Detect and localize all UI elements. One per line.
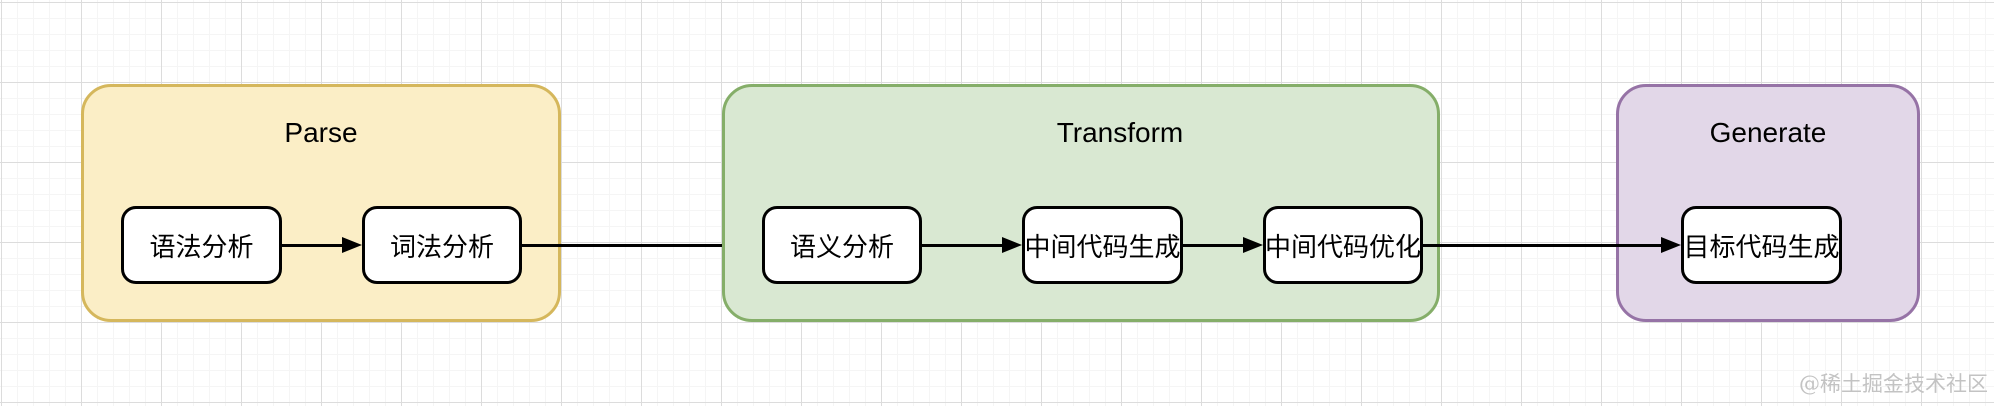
group-generate-title: Generate bbox=[1709, 117, 1827, 148]
arrowhead-icon bbox=[1243, 237, 1263, 253]
edge-line bbox=[1183, 243, 1243, 247]
node-intermediate-code-optimization-label: 中间代码优化 bbox=[1265, 231, 1422, 262]
group-transform-title: Transform bbox=[1056, 117, 1184, 148]
group-transform: Transform 语义分析 中间代码生成 中间代码优化 bbox=[722, 84, 1440, 322]
edge-line bbox=[282, 243, 342, 247]
node-target-code-generation-label: 目标代码生成 bbox=[1683, 231, 1840, 262]
node-intermediate-code-optimization: 中间代码优化 bbox=[1263, 206, 1423, 284]
node-syntax-analysis-label: 语法分析 bbox=[149, 231, 254, 262]
edge-line bbox=[1423, 243, 1661, 247]
arrowhead-icon bbox=[342, 237, 362, 253]
group-parse-title: Parse bbox=[284, 117, 358, 148]
node-lexical-analysis: 词法分析 bbox=[362, 206, 522, 284]
node-intermediate-code-generation: 中间代码生成 bbox=[1022, 206, 1183, 284]
edge-intermediate-generation-to-optimization bbox=[1183, 237, 1263, 253]
arrowhead-icon bbox=[1002, 237, 1022, 253]
arrowhead-icon bbox=[1661, 237, 1681, 253]
edge-line bbox=[522, 243, 722, 247]
edge-syntax-to-lexical bbox=[282, 237, 362, 253]
group-generate: Generate 目标代码生成 bbox=[1616, 84, 1920, 322]
node-intermediate-code-generation-label: 中间代码生成 bbox=[1024, 231, 1181, 262]
edge-optimization-to-target-generation bbox=[1423, 237, 1681, 253]
watermark: @稀土掘金技术社区 bbox=[1799, 372, 1988, 396]
node-target-code-generation: 目标代码生成 bbox=[1681, 206, 1842, 284]
node-syntax-analysis: 语法分析 bbox=[121, 206, 282, 284]
node-lexical-analysis-label: 词法分析 bbox=[389, 231, 494, 262]
edge-line bbox=[922, 243, 1002, 247]
edge-lexical-to-transform-group bbox=[522, 237, 722, 253]
group-parse: Parse 语法分析 词法分析 bbox=[81, 84, 561, 322]
node-semantic-analysis-label: 语义分析 bbox=[789, 231, 894, 262]
edge-semantic-to-intermediate-generation bbox=[922, 237, 1022, 253]
node-semantic-analysis: 语义分析 bbox=[762, 206, 922, 284]
